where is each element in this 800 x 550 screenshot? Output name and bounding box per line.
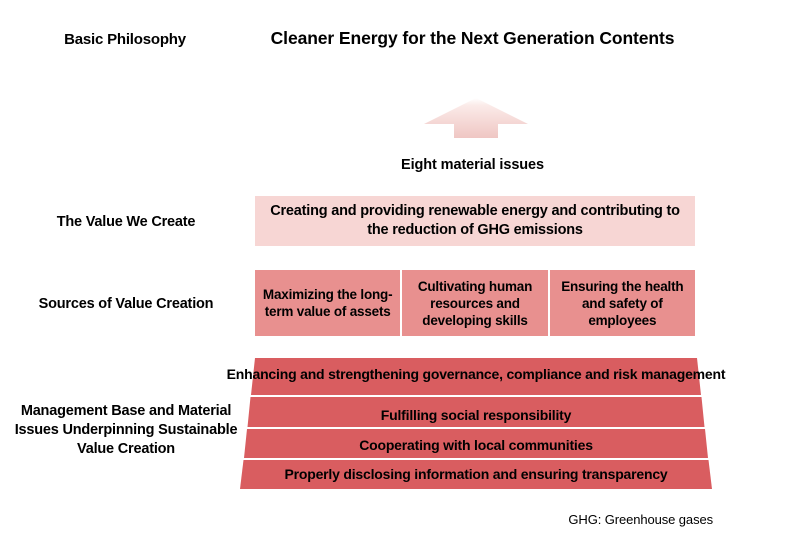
- page-title: Cleaner Energy for the Next Generation C…: [270, 28, 675, 48]
- pyramid-tier: [251, 358, 701, 395]
- management-base-pyramid: Enhancing and strengthening governance, …: [220, 358, 732, 490]
- footnote-ghg: GHG: Greenhouse gases: [568, 512, 713, 527]
- value-we-create-band: Creating and providing renewable energy …: [255, 196, 695, 246]
- label-eight-material-issues: Eight material issues: [401, 157, 544, 173]
- pyramid-tier: [247, 397, 705, 427]
- label-basic-philosophy: Basic Philosophy: [64, 31, 186, 48]
- source-box: Maximizing the long-term value of assets: [255, 270, 401, 336]
- value-we-create-band-text: Creating and providing renewable energy …: [270, 203, 680, 238]
- pyramid-tier: [240, 460, 712, 489]
- row-label-value-we-create: The Value We Create: [56, 214, 196, 230]
- source-box: Ensuring the health and safety of employ…: [549, 270, 695, 336]
- source-box: Cultivating human resources and developi…: [402, 270, 548, 336]
- row-label-management-base: Management Base and Material Issues Unde…: [14, 403, 238, 457]
- up-arrow-icon: [424, 98, 528, 138]
- sources-of-value-creation-row: Maximizing the long-term value of assets…: [255, 270, 695, 336]
- row-label-sources-of-value-creation: Sources of Value Creation: [38, 296, 214, 312]
- pyramid-tier: [244, 429, 708, 458]
